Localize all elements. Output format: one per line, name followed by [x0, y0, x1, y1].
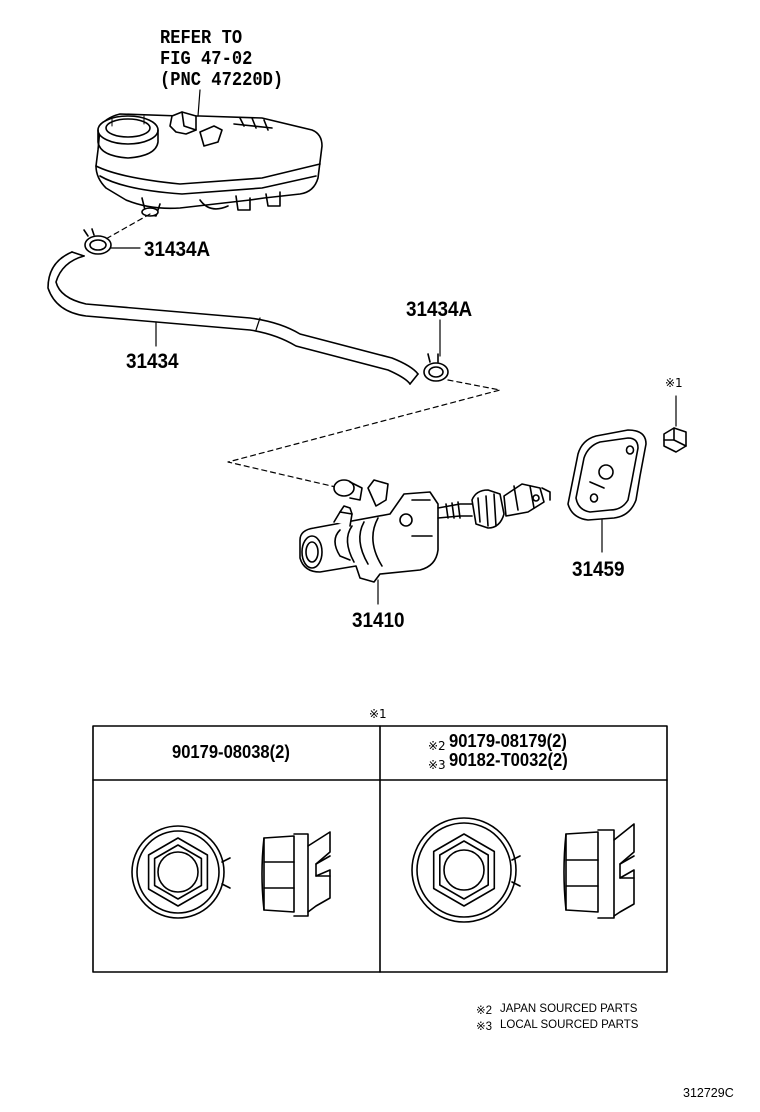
- hose-clamp-upper: [83, 228, 112, 255]
- gasket-part-number: 31459: [572, 558, 625, 581]
- brake-fluid-reservoir: [95, 111, 323, 217]
- reservoir-hose: [47, 251, 419, 385]
- clamp-upper-part-number: 31434A: [144, 238, 211, 261]
- nut-front-view-left: [131, 825, 231, 919]
- flange-nut: [663, 427, 687, 453]
- hose-part-number: 31434: [126, 350, 179, 373]
- figure-code: 312729C: [683, 1086, 734, 1100]
- refer-note-line-1: REFER TO: [160, 27, 243, 49]
- table-right-part-number-1: 90179-08179(2): [449, 731, 567, 751]
- hose-clamp-lower: [423, 353, 449, 382]
- refer-note-line-2: FIG 47-02: [160, 48, 253, 70]
- clamp-lower-part-number: 31434A: [406, 298, 473, 321]
- table-right-part-number-2: 90182-T0032(2): [449, 750, 568, 770]
- note-japan-text: JAPAN SOURCED PARTS: [500, 1003, 638, 1015]
- nut-table: [92, 725, 668, 973]
- master-cylinder-gasket: [567, 429, 647, 521]
- nut-reference-mark: ※1: [665, 376, 683, 390]
- table-right-mark-2: ※3: [428, 758, 446, 772]
- master-cylinder-part-number: 31410: [352, 609, 405, 632]
- nut-side-view-left: [261, 831, 331, 917]
- table-left-part-number: 90179-08038(2): [172, 742, 290, 762]
- table-header-mark: ※1: [369, 707, 387, 721]
- refer-note-line-3: (PNC 47220D): [160, 69, 284, 91]
- note-local-mark: ※3: [476, 1021, 493, 1033]
- note-local-text: LOCAL SOURCED PARTS: [500, 1019, 639, 1031]
- nut-front-view-right: [411, 817, 521, 923]
- nut-side-view-right: [563, 823, 635, 919]
- clutch-master-cylinder: [299, 479, 551, 583]
- table-right-mark-1: ※2: [428, 739, 446, 753]
- note-japan-mark: ※2: [476, 1005, 493, 1017]
